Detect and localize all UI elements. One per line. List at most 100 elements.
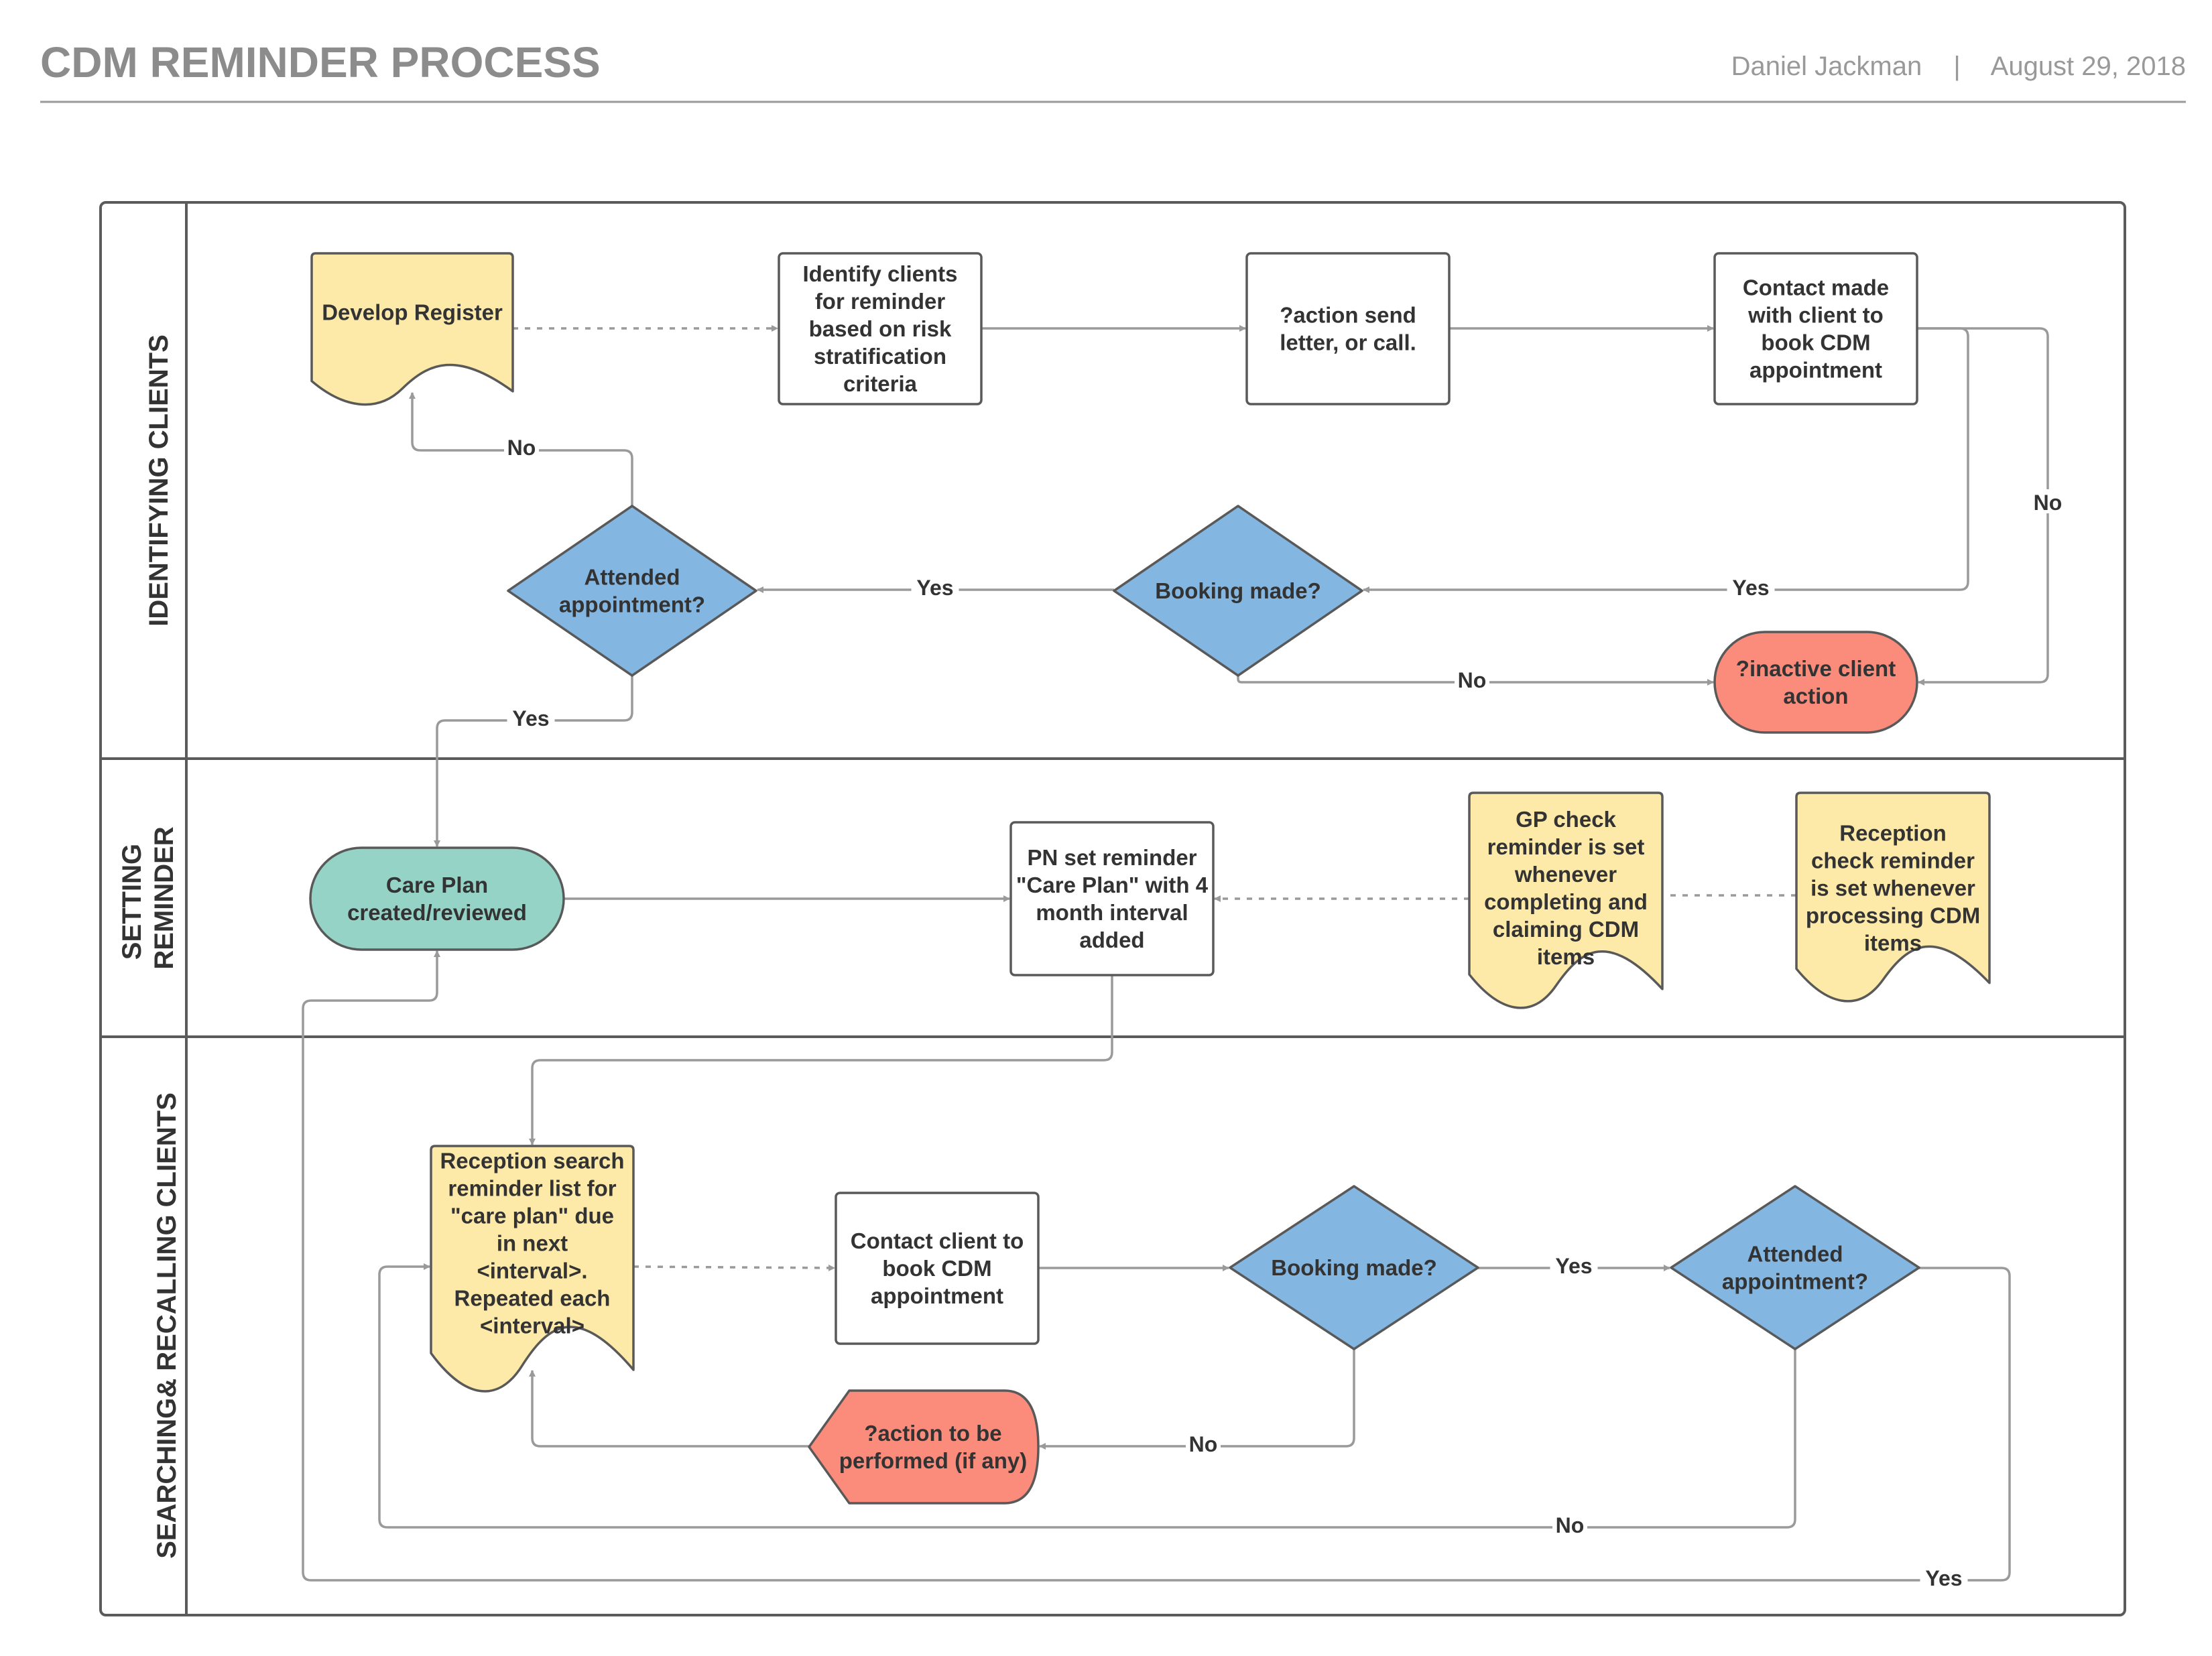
node-label-line: Attended bbox=[585, 565, 680, 590]
connector-label-booking2-to-attended2: Yes bbox=[1550, 1253, 1598, 1278]
connector-attended-to-careplan bbox=[434, 676, 633, 847]
connector-label-contact-to-inactive: No bbox=[2030, 489, 2065, 515]
node-label-line: appointment? bbox=[559, 592, 705, 617]
connector-label-attended-to-register: No bbox=[504, 434, 539, 460]
node-label-line: Care Plan bbox=[386, 873, 488, 897]
node-label-line: is set whenever bbox=[1810, 876, 1975, 901]
node-label-line: appointment bbox=[871, 1283, 1003, 1308]
node-booking-1: Booking made? bbox=[1113, 505, 1363, 677]
label-background bbox=[2030, 489, 2065, 513]
node-label: Booking made? bbox=[1155, 578, 1321, 603]
connector-label-text: Yes bbox=[1732, 576, 1769, 600]
node-booking-2: Booking made? bbox=[1229, 1185, 1479, 1350]
connector-label-attended2-to-search: No bbox=[1552, 1512, 1587, 1537]
node-label-line: reminder is set bbox=[1487, 834, 1645, 859]
node-shape bbox=[507, 505, 757, 677]
node-label-line: Repeated each bbox=[454, 1286, 611, 1311]
label-background bbox=[1186, 1431, 1221, 1455]
node-label-line: letter, or call. bbox=[1280, 330, 1416, 355]
node-label-line: "Care Plan" with 4 bbox=[1016, 873, 1209, 897]
label-background bbox=[1727, 574, 1775, 598]
node-label-line: <interval> bbox=[480, 1314, 585, 1338]
connector-label-text: No bbox=[2034, 491, 2063, 515]
node-label-line: Booking made? bbox=[1271, 1255, 1437, 1280]
connector-label-booking-to-inactive: No bbox=[1455, 667, 1489, 692]
node-label-line: based on risk bbox=[809, 316, 952, 341]
node-shape bbox=[1229, 1185, 1479, 1350]
node-label-line: whenever bbox=[1514, 862, 1617, 887]
node-label-line: performed (if any) bbox=[839, 1448, 1028, 1473]
node-shape bbox=[1713, 252, 1918, 405]
lane-label-identifying: IDENTIFYING CLIENTS bbox=[144, 334, 174, 627]
connector-label-text: No bbox=[1556, 1513, 1585, 1537]
node-shape bbox=[1670, 1185, 1920, 1350]
connector-label-text: No bbox=[1189, 1432, 1218, 1456]
node-label-line: check reminder bbox=[1811, 848, 1975, 873]
header-meta: Daniel Jackman | August 29, 2018 bbox=[1731, 52, 2186, 81]
lane-label-setting: SETTING REMINDER bbox=[117, 826, 179, 969]
lane-label-line: IDENTIFYING CLIENTS bbox=[144, 334, 174, 627]
label-background bbox=[504, 434, 539, 458]
connector-label-text: No bbox=[1458, 668, 1487, 692]
label-background bbox=[1552, 1512, 1587, 1536]
header: CDM REMINDER PROCESS Daniel Jackman | Au… bbox=[40, 38, 2186, 103]
node-label-line: GP check bbox=[1516, 807, 1616, 832]
node-shape bbox=[808, 1389, 1040, 1505]
node-label-line: items bbox=[1864, 931, 1922, 956]
node-label-line: for reminder bbox=[815, 289, 946, 314]
label-background bbox=[507, 705, 555, 729]
node-shape bbox=[1713, 631, 1918, 734]
connector-booking-to-inactive bbox=[1237, 676, 1714, 686]
node-label-line: appointment? bbox=[1722, 1269, 1868, 1294]
node-label: Booking made? bbox=[1271, 1255, 1437, 1280]
node-label-line: reminder list for bbox=[448, 1176, 616, 1201]
node-label-line: book CDM bbox=[882, 1256, 991, 1281]
node-shape bbox=[1009, 821, 1215, 976]
connector-label-text: Yes bbox=[1555, 1254, 1592, 1278]
node-label-line: completing and bbox=[1484, 889, 1648, 914]
label-background bbox=[911, 574, 959, 598]
swimlanes: IDENTIFYING CLIENTS SETTING REMINDER SEA… bbox=[99, 201, 2126, 1616]
node-shape bbox=[835, 1192, 1040, 1345]
node-shape bbox=[1468, 791, 1664, 1009]
connector-pn-to-search bbox=[529, 975, 1113, 1145]
node-label-line: appointment bbox=[1749, 358, 1882, 383]
node-shape bbox=[1795, 791, 1991, 1003]
node-shape bbox=[310, 252, 514, 406]
connector-label-contact-to-booking: Yes bbox=[1727, 574, 1775, 600]
node-label-line: with client to bbox=[1747, 303, 1884, 328]
node-label-line: Reception search bbox=[440, 1149, 624, 1173]
node-label-line: in next bbox=[497, 1231, 568, 1256]
connector-contact-to-inactive bbox=[1917, 327, 2049, 686]
node-label-line: PN set reminder bbox=[1027, 845, 1196, 870]
connector-label-booking-to-attended: Yes bbox=[911, 574, 959, 600]
connector-attended2-to-careplan bbox=[302, 950, 2011, 1582]
node-label-line: processing CDM bbox=[1806, 903, 1980, 928]
connector-booking2-to-action bbox=[1039, 1349, 1355, 1450]
node-label-line: <interval>. bbox=[477, 1259, 587, 1283]
node-label-line: claiming CDM bbox=[1493, 917, 1639, 942]
header-date: August 29, 2018 bbox=[1991, 52, 2186, 81]
label-background bbox=[1920, 1565, 1968, 1589]
node-label-line: book CDM bbox=[1761, 330, 1870, 355]
connector-label-text: No bbox=[507, 436, 536, 460]
node-label-line: ?inactive client bbox=[1736, 656, 1896, 681]
node-label-line: items bbox=[1537, 944, 1595, 969]
